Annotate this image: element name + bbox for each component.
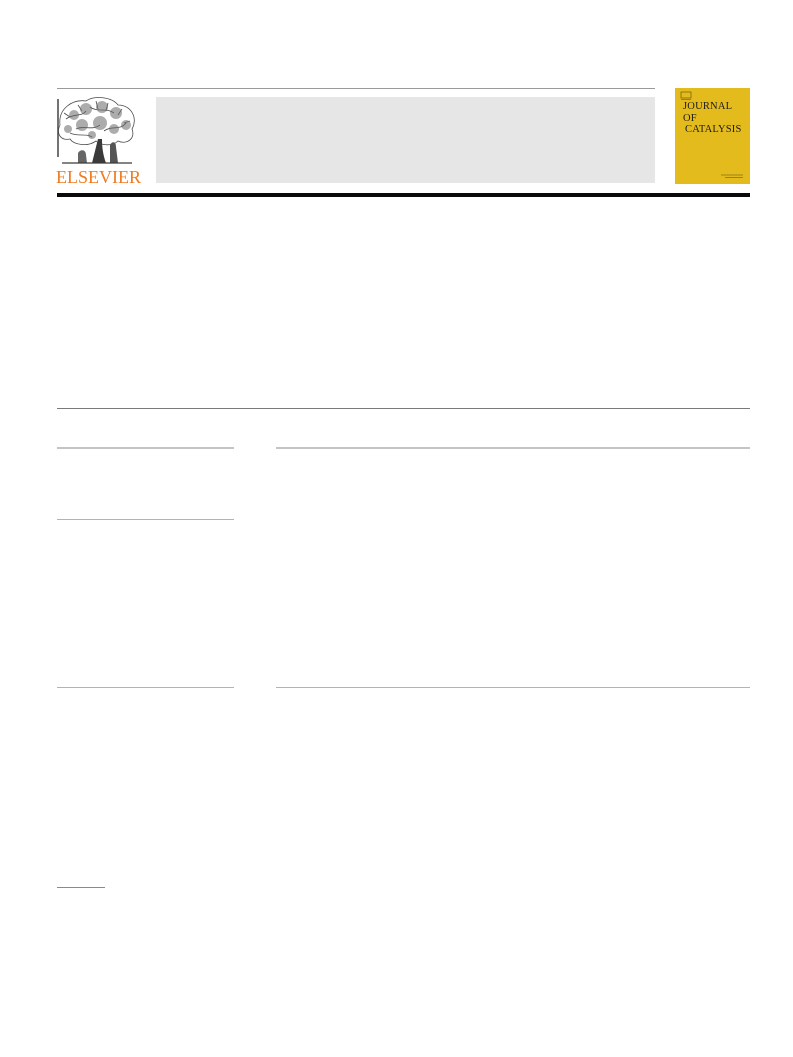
article-info-rule bbox=[57, 408, 750, 409]
publisher-wordmark: ELSEVIER bbox=[56, 167, 141, 187]
abstract-heading-rule bbox=[276, 447, 750, 449]
footnote-rule bbox=[57, 887, 105, 888]
article-info-heading-rule bbox=[57, 447, 234, 449]
header-banner bbox=[156, 97, 655, 183]
journal-cover: JOURNAL OF CATALYSIS bbox=[675, 88, 750, 184]
journal-cover-title-line2: CATALYSIS bbox=[685, 124, 742, 135]
header-top-rule bbox=[57, 88, 655, 89]
publisher-logo: ELSEVIER bbox=[56, 95, 141, 187]
journal-cover-title-line1: JOURNAL OF bbox=[683, 101, 732, 124]
abstract-end-rule bbox=[276, 687, 750, 688]
keywords-heading-rule bbox=[57, 519, 234, 520]
left-column-end-rule bbox=[57, 687, 234, 688]
elsevier-tree-icon bbox=[57, 97, 135, 164]
header-bottom-rule bbox=[57, 193, 750, 197]
cover-ornament-icon bbox=[680, 91, 743, 178]
journal-cover-title: JOURNAL OF CATALYSIS bbox=[683, 101, 747, 136]
